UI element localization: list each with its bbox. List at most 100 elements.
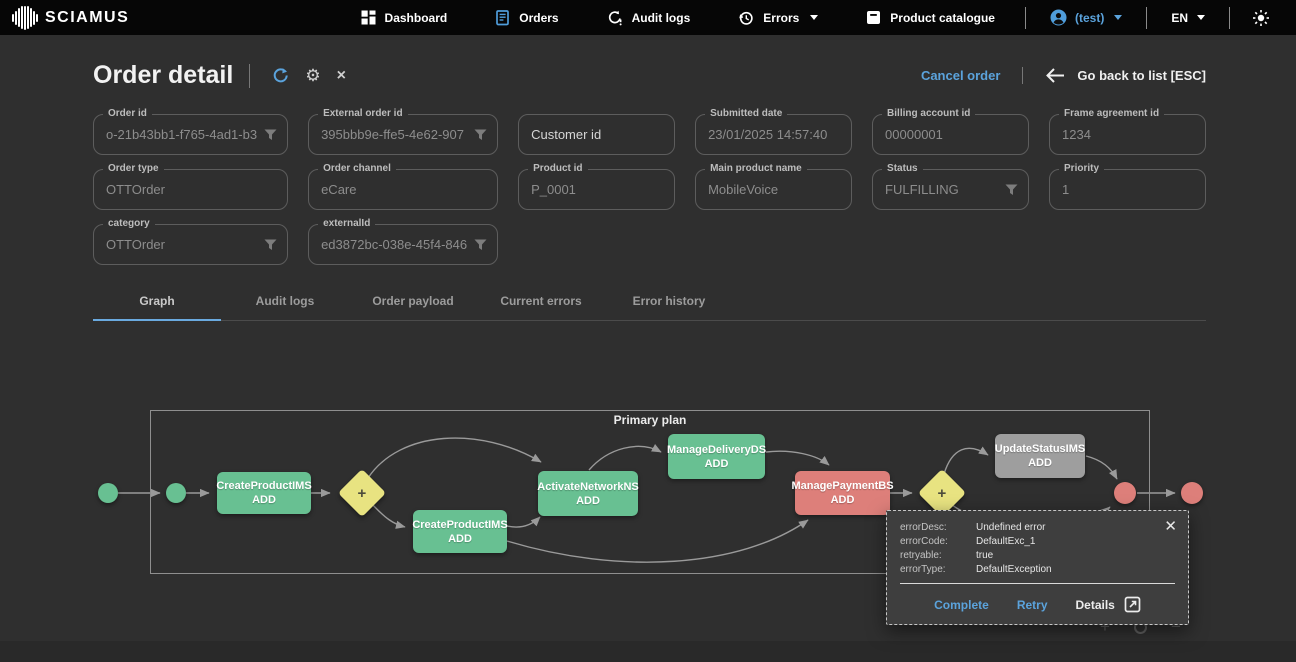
field-label: Status — [882, 163, 923, 174]
task-title: ManagePaymentBS — [791, 480, 894, 492]
filter-funnel-icon[interactable] — [1005, 184, 1018, 196]
task-node-manage-payment-bs[interactable]: ManagePaymentBS ADD — [791, 471, 894, 515]
error-value: DefaultExc_1 — [976, 536, 1036, 547]
task-node-manage-delivery-ds[interactable]: ManageDeliveryDS ADD — [667, 434, 766, 479]
error-properties: errorDesc: Undefined error errorCode: De… — [887, 511, 1188, 575]
nav-separator — [1146, 6, 1148, 29]
nav-item-orders[interactable]: Orders — [471, 9, 582, 26]
plan-start-event-node[interactable] — [166, 483, 186, 503]
plan-end-event-node[interactable] — [1114, 482, 1136, 504]
task-action: ADD — [704, 457, 729, 470]
task-action: ADD — [448, 532, 472, 545]
settings-button[interactable]: ⚙ — [305, 67, 320, 84]
error-key: errorType: — [900, 564, 946, 575]
filter-funnel-icon[interactable] — [474, 129, 487, 141]
zoom-in-button[interactable]: + — [1100, 617, 1110, 636]
field-priority[interactable]: Priority 1 — [1049, 163, 1206, 210]
go-back-label: Go back to list [ESC] — [1077, 68, 1206, 83]
nav-item-label: Errors — [763, 10, 800, 25]
field-external-order-id[interactable]: External order id 395bbb9e-ffe5-4e62-907 — [308, 108, 499, 155]
error-value: DefaultException — [976, 564, 1052, 575]
task-node-activate-network-ns[interactable]: ActivateNetworkNS ADD — [537, 471, 639, 516]
chevron-down-icon — [1197, 15, 1205, 20]
nav-separator — [1229, 6, 1230, 29]
task-node-update-status-ims[interactable]: UpdateStatusIMS ADD — [995, 434, 1085, 478]
product-catalogue-box-icon — [867, 11, 881, 24]
field-product-id[interactable]: Product id P_0001 — [518, 163, 676, 210]
detail-tabs: Graph Audit logs Order payload Current e… — [93, 285, 1206, 321]
nav-item-product-catalogue[interactable]: Product catalogue — [842, 10, 1019, 25]
field-category[interactable]: category OTTOrder — [93, 218, 289, 265]
field-submitted-date[interactable]: Submitted date 23/01/2025 14:57:40 — [695, 108, 853, 155]
language-code: EN — [1171, 10, 1188, 25]
tab-current-errors[interactable]: Current errors — [500, 294, 582, 308]
tab-graph[interactable]: Graph — [93, 285, 221, 321]
field-label: Submitted date — [705, 108, 788, 119]
complete-button[interactable]: Complete — [934, 597, 989, 612]
field-frame-agreement-id[interactable]: Frame agreement id 1234 — [1049, 108, 1206, 155]
field-external-id[interactable]: externalId ed3872bc-038e-45f4-846 — [308, 218, 499, 265]
field-value: 395bbb9e-ffe5-4e62-907 — [321, 127, 464, 142]
field-value: OTTOrder — [106, 182, 165, 197]
field-label: Order id — [103, 108, 152, 119]
brand-logo[interactable]: SCIAMUS — [12, 5, 130, 30]
details-button[interactable]: Details — [1076, 596, 1141, 613]
page-title: Order detail — [93, 61, 234, 89]
field-value: 1234 — [1062, 127, 1091, 142]
filter-funnel-icon[interactable] — [264, 129, 277, 141]
field-order-channel[interactable]: Order channel eCare — [308, 163, 499, 210]
nav-item-audit-logs[interactable]: Audit logs — [583, 10, 715, 26]
close-icon[interactable]: ✕ — [1164, 518, 1177, 535]
theme-toggle-button[interactable] — [1236, 9, 1280, 27]
language-selector[interactable]: EN — [1153, 11, 1223, 25]
primary-plan-label: Primary plan — [613, 413, 687, 427]
field-value: ed3872bc-038e-45f4-846 — [321, 237, 468, 252]
audit-refresh-icon — [608, 10, 622, 25]
tab-order-payload[interactable]: Order payload — [372, 294, 454, 308]
brand-name: SCIAMUS — [45, 8, 130, 26]
nav-separator — [1024, 6, 1026, 29]
start-event-node[interactable] — [98, 483, 118, 503]
parallel-gateway-split[interactable]: + — [337, 468, 387, 518]
cancel-order-button[interactable]: Cancel order — [920, 68, 1001, 83]
field-label: External order id — [318, 108, 408, 119]
field-customer-id[interactable]: Customer id — [518, 114, 676, 155]
collapse-button[interactable]: × — [337, 67, 346, 84]
plus-icon: + — [357, 484, 367, 502]
field-order-type[interactable]: Order type OTTOrder — [93, 163, 289, 210]
header-divider — [249, 63, 251, 88]
user-avatar-icon — [1050, 9, 1067, 26]
tab-error-history[interactable]: Error history — [632, 294, 706, 308]
zoom-out-button[interactable]: − — [1170, 617, 1181, 636]
refresh-icon — [274, 68, 289, 83]
sun-icon — [1253, 9, 1269, 26]
field-value: OTTOrder — [106, 237, 165, 252]
retry-button[interactable]: Retry — [1016, 597, 1048, 612]
field-label: Frame agreement id — [1059, 108, 1165, 119]
field-status[interactable]: Status FULFILLING — [872, 163, 1030, 210]
field-label: Customer id — [531, 127, 602, 142]
field-billing-account-id[interactable]: Billing account id 00000001 — [872, 108, 1030, 155]
popup-divider — [900, 583, 1175, 584]
filter-funnel-icon[interactable] — [474, 239, 487, 251]
field-main-product-name[interactable]: Main product name MobileVoice — [695, 163, 853, 210]
nav-item-label: Dashboard — [384, 10, 448, 25]
page-header: Order detail ⚙ × Cancel order Go back to… — [93, 61, 1206, 90]
field-value: 23/01/2025 14:57:40 — [708, 127, 828, 142]
go-back-button[interactable]: Go back to list [ESC] — [1022, 67, 1206, 84]
error-key: errorCode: — [900, 536, 948, 547]
user-menu[interactable]: (test) — [1032, 9, 1140, 26]
nav-item-errors[interactable]: Errors — [714, 10, 842, 26]
tab-audit-logs[interactable]: Audit logs — [255, 294, 315, 308]
field-label: Order type — [103, 163, 164, 174]
end-event-node[interactable] — [1181, 482, 1203, 504]
field-order-id[interactable]: Order id o-21b43bb1-f765-4ad1-b3 — [93, 108, 289, 155]
task-node-create-product-ims-1[interactable]: CreateProductIMS ADD — [216, 472, 312, 514]
refresh-button[interactable] — [272, 67, 289, 84]
nav-item-dashboard[interactable]: Dashboard — [337, 10, 472, 25]
filter-funnel-icon[interactable] — [264, 239, 277, 251]
field-value: P_0001 — [531, 182, 576, 197]
task-node-create-product-ims-2[interactable]: CreateProductIMS ADD — [412, 510, 508, 553]
nav-item-label: Product catalogue — [890, 10, 995, 25]
